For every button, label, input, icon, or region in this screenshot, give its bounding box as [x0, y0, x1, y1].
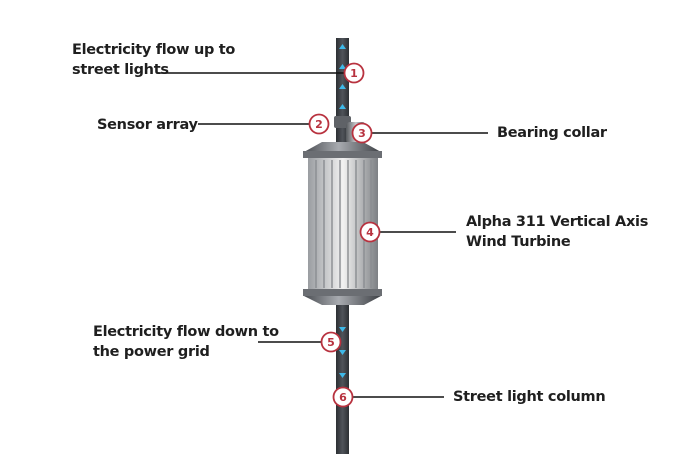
badge-2-number: 2 — [315, 118, 323, 131]
label-3-line-1: Bearing collar — [497, 125, 607, 141]
label-4-line-2: Wind Turbine — [466, 234, 571, 250]
badge-6-number: 6 — [339, 391, 347, 404]
badge-6: 6 — [332, 386, 354, 408]
badge-4: 4 — [359, 221, 381, 243]
turbine-top-ring — [303, 151, 382, 158]
turbine-bottom-ring — [303, 289, 382, 296]
badge-1-number: 1 — [350, 67, 358, 80]
badge-3-number: 3 — [358, 127, 366, 140]
label-sensor-array: Sensor array — [97, 115, 198, 135]
badge-2: 2 — [308, 113, 330, 135]
badge-4-number: 4 — [366, 226, 374, 239]
flow-arrows-down — [339, 327, 346, 378]
pole-lower — [336, 304, 349, 454]
label-5-line-1: Electricity flow down to — [93, 324, 279, 340]
label-6-line-1: Street light column — [453, 389, 606, 405]
label-4-line-1: Alpha 311 Vertical Axis — [466, 214, 649, 230]
flow-arrows-up — [339, 44, 346, 109]
label-bearing-collar: Bearing collar — [497, 123, 607, 143]
label-electricity-up: Electricity flow up to street lights — [72, 40, 235, 80]
badge-5-number: 5 — [327, 336, 335, 349]
label-1-line-1: Electricity flow up to — [72, 42, 236, 58]
badge-5: 5 — [320, 331, 342, 353]
badge-3: 3 — [351, 122, 373, 144]
label-5-line-2: the power grid — [93, 344, 210, 360]
turbine-bottom-cap — [304, 296, 381, 305]
turbine-top-cap — [304, 142, 381, 152]
label-wind-turbine: Alpha 311 Vertical Axis Wind Turbine — [466, 212, 648, 252]
label-2-line-1: Sensor array — [97, 117, 198, 133]
label-electricity-down: Electricity flow down to the power grid — [93, 322, 279, 362]
badge-1: 1 — [343, 62, 365, 84]
leader-lines — [158, 72, 488, 398]
label-1-line-2: street lights — [72, 62, 169, 78]
label-street-light-column: Street light column — [453, 387, 606, 407]
